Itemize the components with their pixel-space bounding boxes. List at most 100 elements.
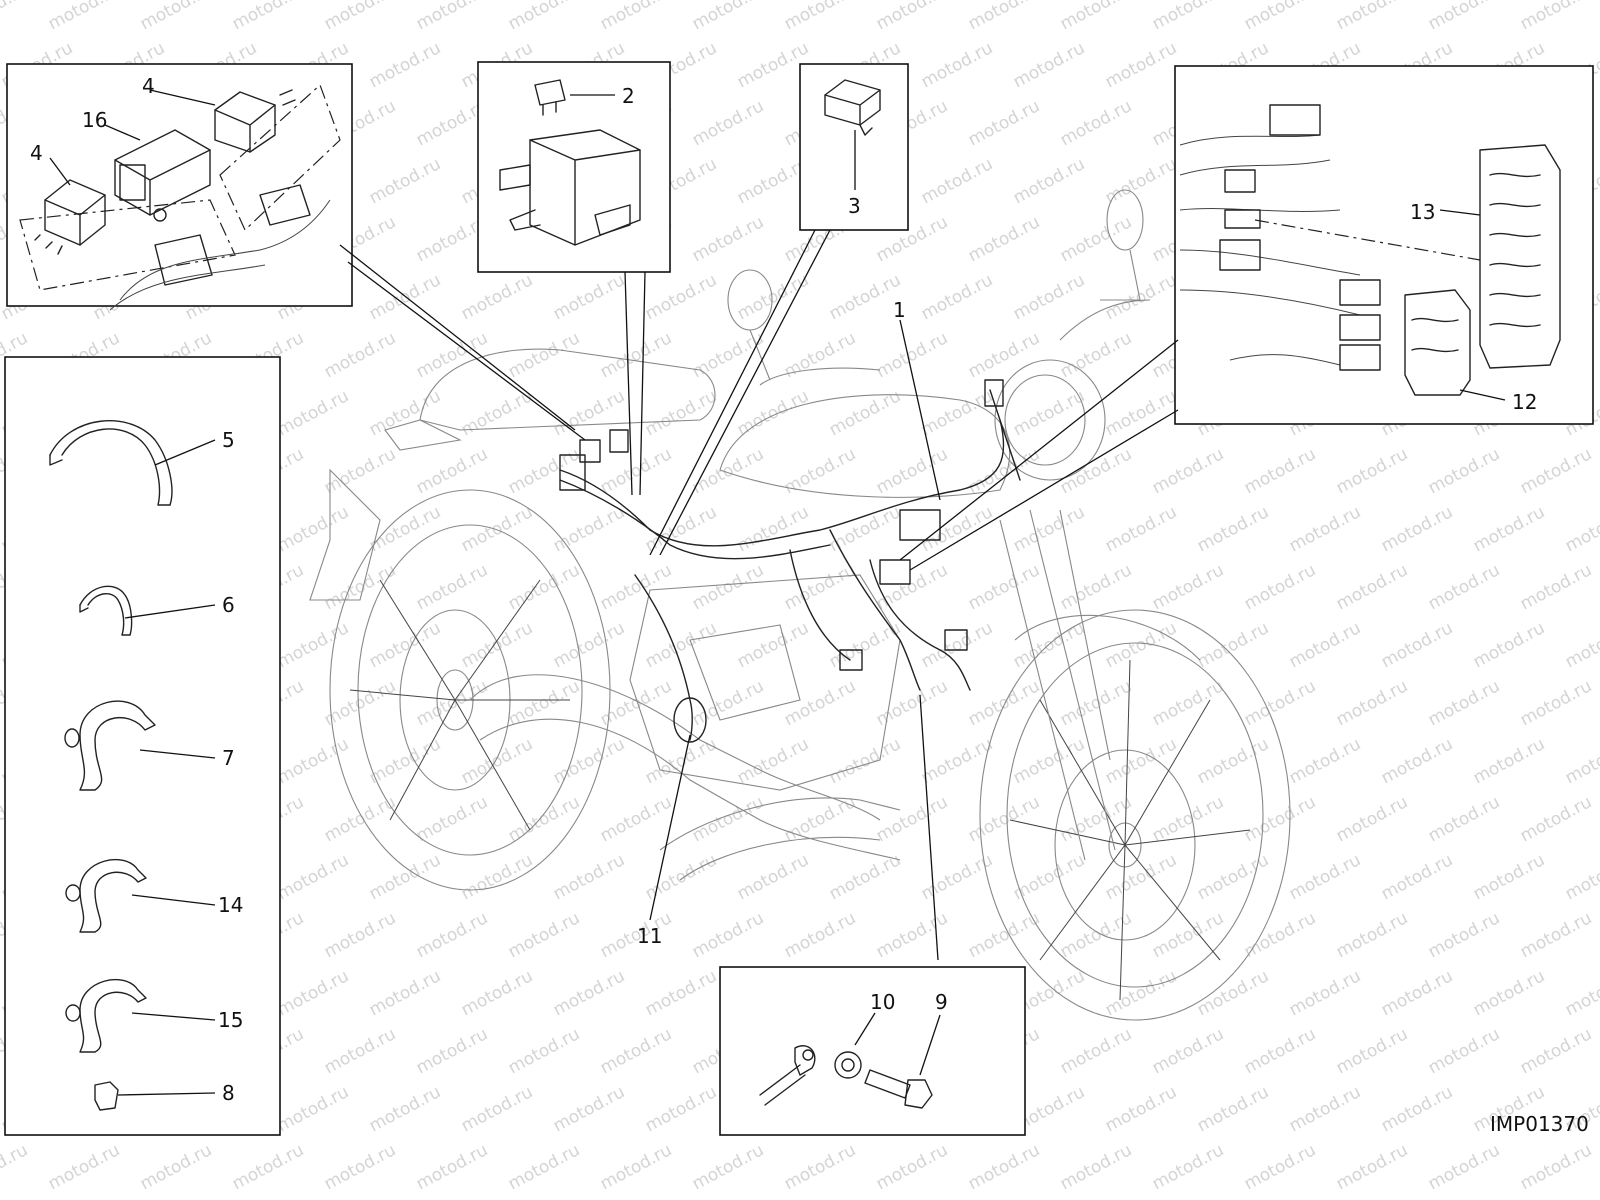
watermark-text: motod.ru: [965, 96, 1043, 150]
watermark-text: motod.ru: [689, 908, 767, 962]
watermark-text: motod.ru: [1470, 502, 1548, 556]
callout-3: 3: [848, 194, 861, 218]
watermark-text: motod.ru: [918, 734, 996, 788]
watermark-text: motod.ru: [1057, 328, 1135, 382]
watermark-text: motod.ru: [366, 1082, 444, 1136]
watermark-text: motod.ru: [413, 1024, 491, 1078]
watermark-text: motod.ru: [873, 908, 951, 962]
watermark-text: motod.ru: [597, 328, 675, 382]
relay-inset-panel: 4 16 4: [6, 63, 353, 311]
watermark-text: motod.ru: [781, 328, 859, 382]
watermark-text: motod.ru: [321, 328, 399, 382]
watermark-text: motod.ru: [734, 270, 812, 324]
watermark-text: motod.ru: [0, 1140, 31, 1194]
watermark-text: motod.ru: [1102, 38, 1180, 92]
watermark-text: motod.ru: [1425, 444, 1503, 498]
callout-16: 16: [82, 108, 107, 132]
watermark-text: motod.ru: [1010, 502, 1088, 556]
watermark-text: motod.ru: [1010, 154, 1088, 208]
watermark-text: motod.ru: [781, 908, 859, 962]
watermark-text: motod.ru: [1241, 676, 1319, 730]
watermark-text: motod.ru: [1149, 792, 1227, 846]
watermark-text: motod.ru: [505, 1024, 583, 1078]
watermark-text: motod.ru: [689, 0, 767, 34]
watermark-text: motod.ru: [597, 560, 675, 614]
watermark-text: motod.ru: [550, 502, 628, 556]
watermark-text: motod.ru: [597, 792, 675, 846]
watermark-text: motod.ru: [550, 734, 628, 788]
watermark-text: motod.ru: [274, 966, 352, 1020]
watermark-text: motod.ru: [965, 560, 1043, 614]
watermark-text: motod.ru: [1333, 560, 1411, 614]
watermark-text: motod.ru: [321, 444, 399, 498]
watermark-text: motod.ru: [1378, 618, 1456, 672]
drawing-code: IMP01370: [1490, 1112, 1589, 1136]
callout-4a: 4: [142, 74, 155, 98]
callout-14: 14: [218, 893, 243, 917]
watermark-text: motod.ru: [642, 1082, 720, 1136]
watermark-text: motod.ru: [781, 444, 859, 498]
watermark-text: motod.ru: [1057, 96, 1135, 150]
watermark-text: motod.ru: [137, 0, 215, 34]
watermark-text: motod.ru: [918, 38, 996, 92]
watermark-text: motod.ru: [321, 560, 399, 614]
watermark-text: motod.ru: [1010, 386, 1088, 440]
callout-2: 2: [622, 84, 635, 108]
callout-1: 1: [893, 298, 906, 322]
watermark-text: motod.ru: [1010, 270, 1088, 324]
watermark-text: motod.ru: [1057, 908, 1135, 962]
watermark-text: motod.ru: [550, 618, 628, 672]
callout-4b: 4: [30, 141, 43, 165]
watermark-text: motod.ru: [1562, 734, 1600, 788]
watermark-text: motod.ru: [274, 502, 352, 556]
watermark-text: motod.ru: [1562, 966, 1600, 1020]
watermark-text: motod.ru: [274, 386, 352, 440]
watermark-text: motod.ru: [366, 270, 444, 324]
watermark-text: motod.ru: [413, 560, 491, 614]
callout-8: 8: [222, 1081, 235, 1105]
watermark-text: motod.ru: [321, 792, 399, 846]
watermark-text: motod.ru: [229, 0, 307, 34]
watermark-text: motod.ru: [1333, 0, 1411, 34]
watermark-text: motod.ru: [1333, 792, 1411, 846]
watermark-text: motod.ru: [1057, 560, 1135, 614]
watermark-text: motod.ru: [1425, 792, 1503, 846]
watermark-text: motod.ru: [1241, 444, 1319, 498]
fuse-box-inset-panel: 2: [477, 61, 671, 273]
watermark-text: motod.ru: [1102, 734, 1180, 788]
watermark-text: motod.ru: [689, 328, 767, 382]
watermark-text: motod.ru: [1425, 908, 1503, 962]
watermark-text: motod.ru: [826, 734, 904, 788]
watermark-text: motod.ru: [1286, 850, 1364, 904]
watermark-text: motod.ru: [1470, 734, 1548, 788]
watermark-text: motod.ru: [1378, 850, 1456, 904]
harness-cover-inset-panel: 13 12: [1174, 65, 1594, 425]
watermark-text: motod.ru: [689, 96, 767, 150]
watermark-text: motod.ru: [965, 328, 1043, 382]
watermark-text: motod.ru: [1149, 444, 1227, 498]
watermark-text: motod.ru: [0, 0, 31, 34]
watermark-text: motod.ru: [274, 734, 352, 788]
watermark-text: motod.ru: [505, 560, 583, 614]
watermark-text: motod.ru: [1286, 618, 1364, 672]
watermark-text: motod.ru: [1010, 38, 1088, 92]
watermark-text: motod.ru: [1378, 966, 1456, 1020]
watermark-text: motod.ru: [1102, 966, 1180, 1020]
watermark-text: motod.ru: [274, 1082, 352, 1136]
watermark-text: motod.ru: [1378, 502, 1456, 556]
callout-11: 11: [637, 924, 662, 948]
watermark-text: motod.ru: [689, 212, 767, 266]
watermark-text: motod.ru: [826, 502, 904, 556]
watermark-text: motod.ru: [1057, 676, 1135, 730]
watermark-text: motod.ru: [366, 966, 444, 1020]
watermark-text: motod.ru: [918, 154, 996, 208]
motorcycle-illustration: [309, 189, 1291, 1021]
watermark-text: motod.ru: [1517, 1024, 1595, 1078]
watermark-text: motod.ru: [550, 850, 628, 904]
watermark-text: motod.ru: [781, 676, 859, 730]
watermark-text: motod.ru: [1333, 676, 1411, 730]
callout-9: 9: [935, 990, 948, 1014]
watermark-text: motod.ru: [1517, 908, 1595, 962]
watermark-text: motod.ru: [1149, 676, 1227, 730]
watermark-text: motod.ru: [642, 966, 720, 1020]
